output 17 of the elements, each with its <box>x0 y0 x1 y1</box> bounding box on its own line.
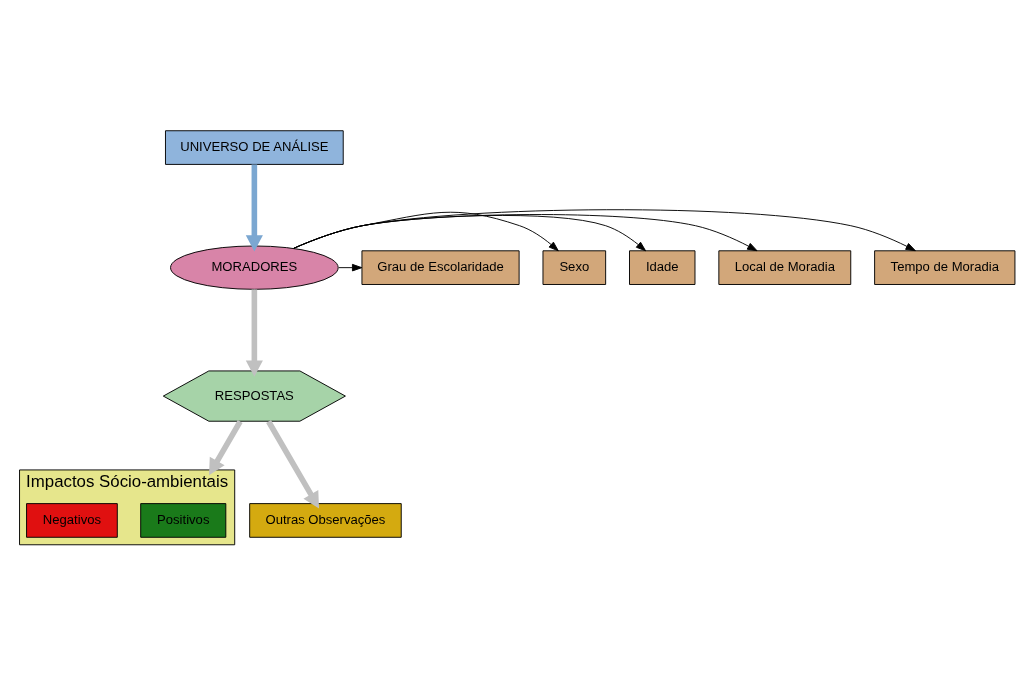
node-box: Idade <box>629 250 696 285</box>
arrow <box>245 289 263 377</box>
arrow <box>338 263 363 272</box>
arrow <box>245 164 263 252</box>
node-box: Tempo de Moradia <box>874 250 1016 285</box>
node-box: Positivos <box>140 503 227 538</box>
arrow <box>293 211 559 252</box>
arrow <box>209 420 243 476</box>
node-box: Outras Observações <box>249 503 402 538</box>
arrow <box>293 209 916 252</box>
arrow <box>266 420 320 509</box>
node-box: Negativos <box>26 503 118 538</box>
node-box: UNIVERSO DE ANÁLISE <box>165 130 344 165</box>
node-box: Grau de Escolaridade <box>361 250 520 285</box>
node-box: Local de Moradia <box>718 250 852 285</box>
node-box: Sexo <box>542 250 607 285</box>
node-ellipse: MORADORES <box>170 245 339 290</box>
